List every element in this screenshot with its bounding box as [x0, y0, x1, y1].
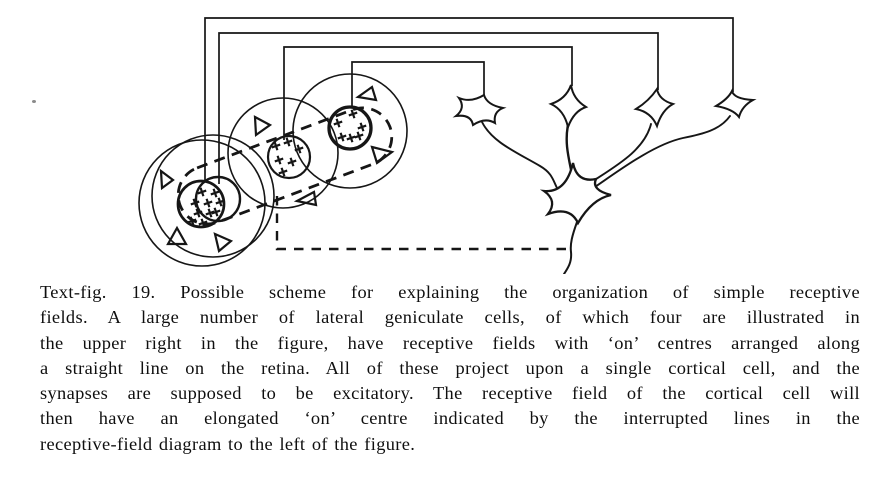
caption-line: receptive-field diagram to the left of t…: [40, 433, 416, 454]
print-speck: [32, 100, 36, 103]
figure-caption: Text-fig. 19. Possible scheme for explai…: [40, 280, 860, 457]
lgn-axon-4: [588, 115, 731, 192]
lgn-cell-1: [452, 93, 507, 127]
figure-diagram: [138, 17, 757, 274]
receptive-field-circle-4: [292, 73, 408, 189]
cortical-axon: [563, 221, 578, 274]
off-triangle-icon: [370, 145, 395, 165]
cortical-cell: [539, 162, 612, 226]
receptive-field-diagram: [138, 73, 567, 267]
off-triangle-icon: [253, 115, 273, 138]
geniculate-cells: [452, 84, 757, 192]
lgn-cell-2: [548, 84, 589, 131]
on-centre-circle-3: [266, 134, 312, 180]
lgn-axons: [481, 115, 731, 192]
on-centre-circle-2: [194, 175, 242, 223]
on-centre-plus-marks-middle: [271, 137, 304, 177]
projection-line-3: [283, 46, 573, 140]
off-triangle-icon: [213, 232, 234, 253]
caption-line: a straight line on the retina. All of th…: [40, 357, 860, 378]
lgn-cell-3: [633, 86, 676, 129]
off-triangle-icon: [159, 168, 175, 191]
caption-line: then have an elongated ‘on’ centre indic…: [40, 408, 860, 429]
projection-line-4: [351, 61, 485, 106]
on-centre-plus-marks-right: [333, 109, 367, 143]
projection-line-2: [218, 32, 659, 184]
lgn-axon-3: [586, 123, 652, 186]
off-triangle-icon: [166, 225, 188, 246]
off-triangle-icon: [293, 190, 318, 207]
projection-line-1: [204, 17, 734, 181]
dashed-leader-line: [275, 196, 567, 251]
off-triangle-icon: [355, 85, 378, 102]
on-centre-circle-1: [176, 179, 226, 229]
projection-lines: [204, 17, 734, 184]
caption-line: Text-fig. 19. Possible scheme for explai…: [40, 282, 860, 302]
elongated-on-centre-outline: [176, 106, 394, 226]
lgn-cell-4: [713, 88, 757, 120]
cortical-cell-group: [539, 162, 612, 274]
caption-line: synapses are supposed to be excitatory. …: [40, 383, 860, 404]
caption-line: the upper right in the figure, have rece…: [40, 332, 860, 353]
receptive-field-circle-3: [227, 97, 339, 209]
on-centre-circle-4: [327, 105, 373, 151]
caption-line: fields. A large number of lateral genicu…: [40, 307, 860, 328]
receptive-field-circle-2: [151, 134, 275, 258]
lgn-axon-1: [481, 121, 558, 189]
